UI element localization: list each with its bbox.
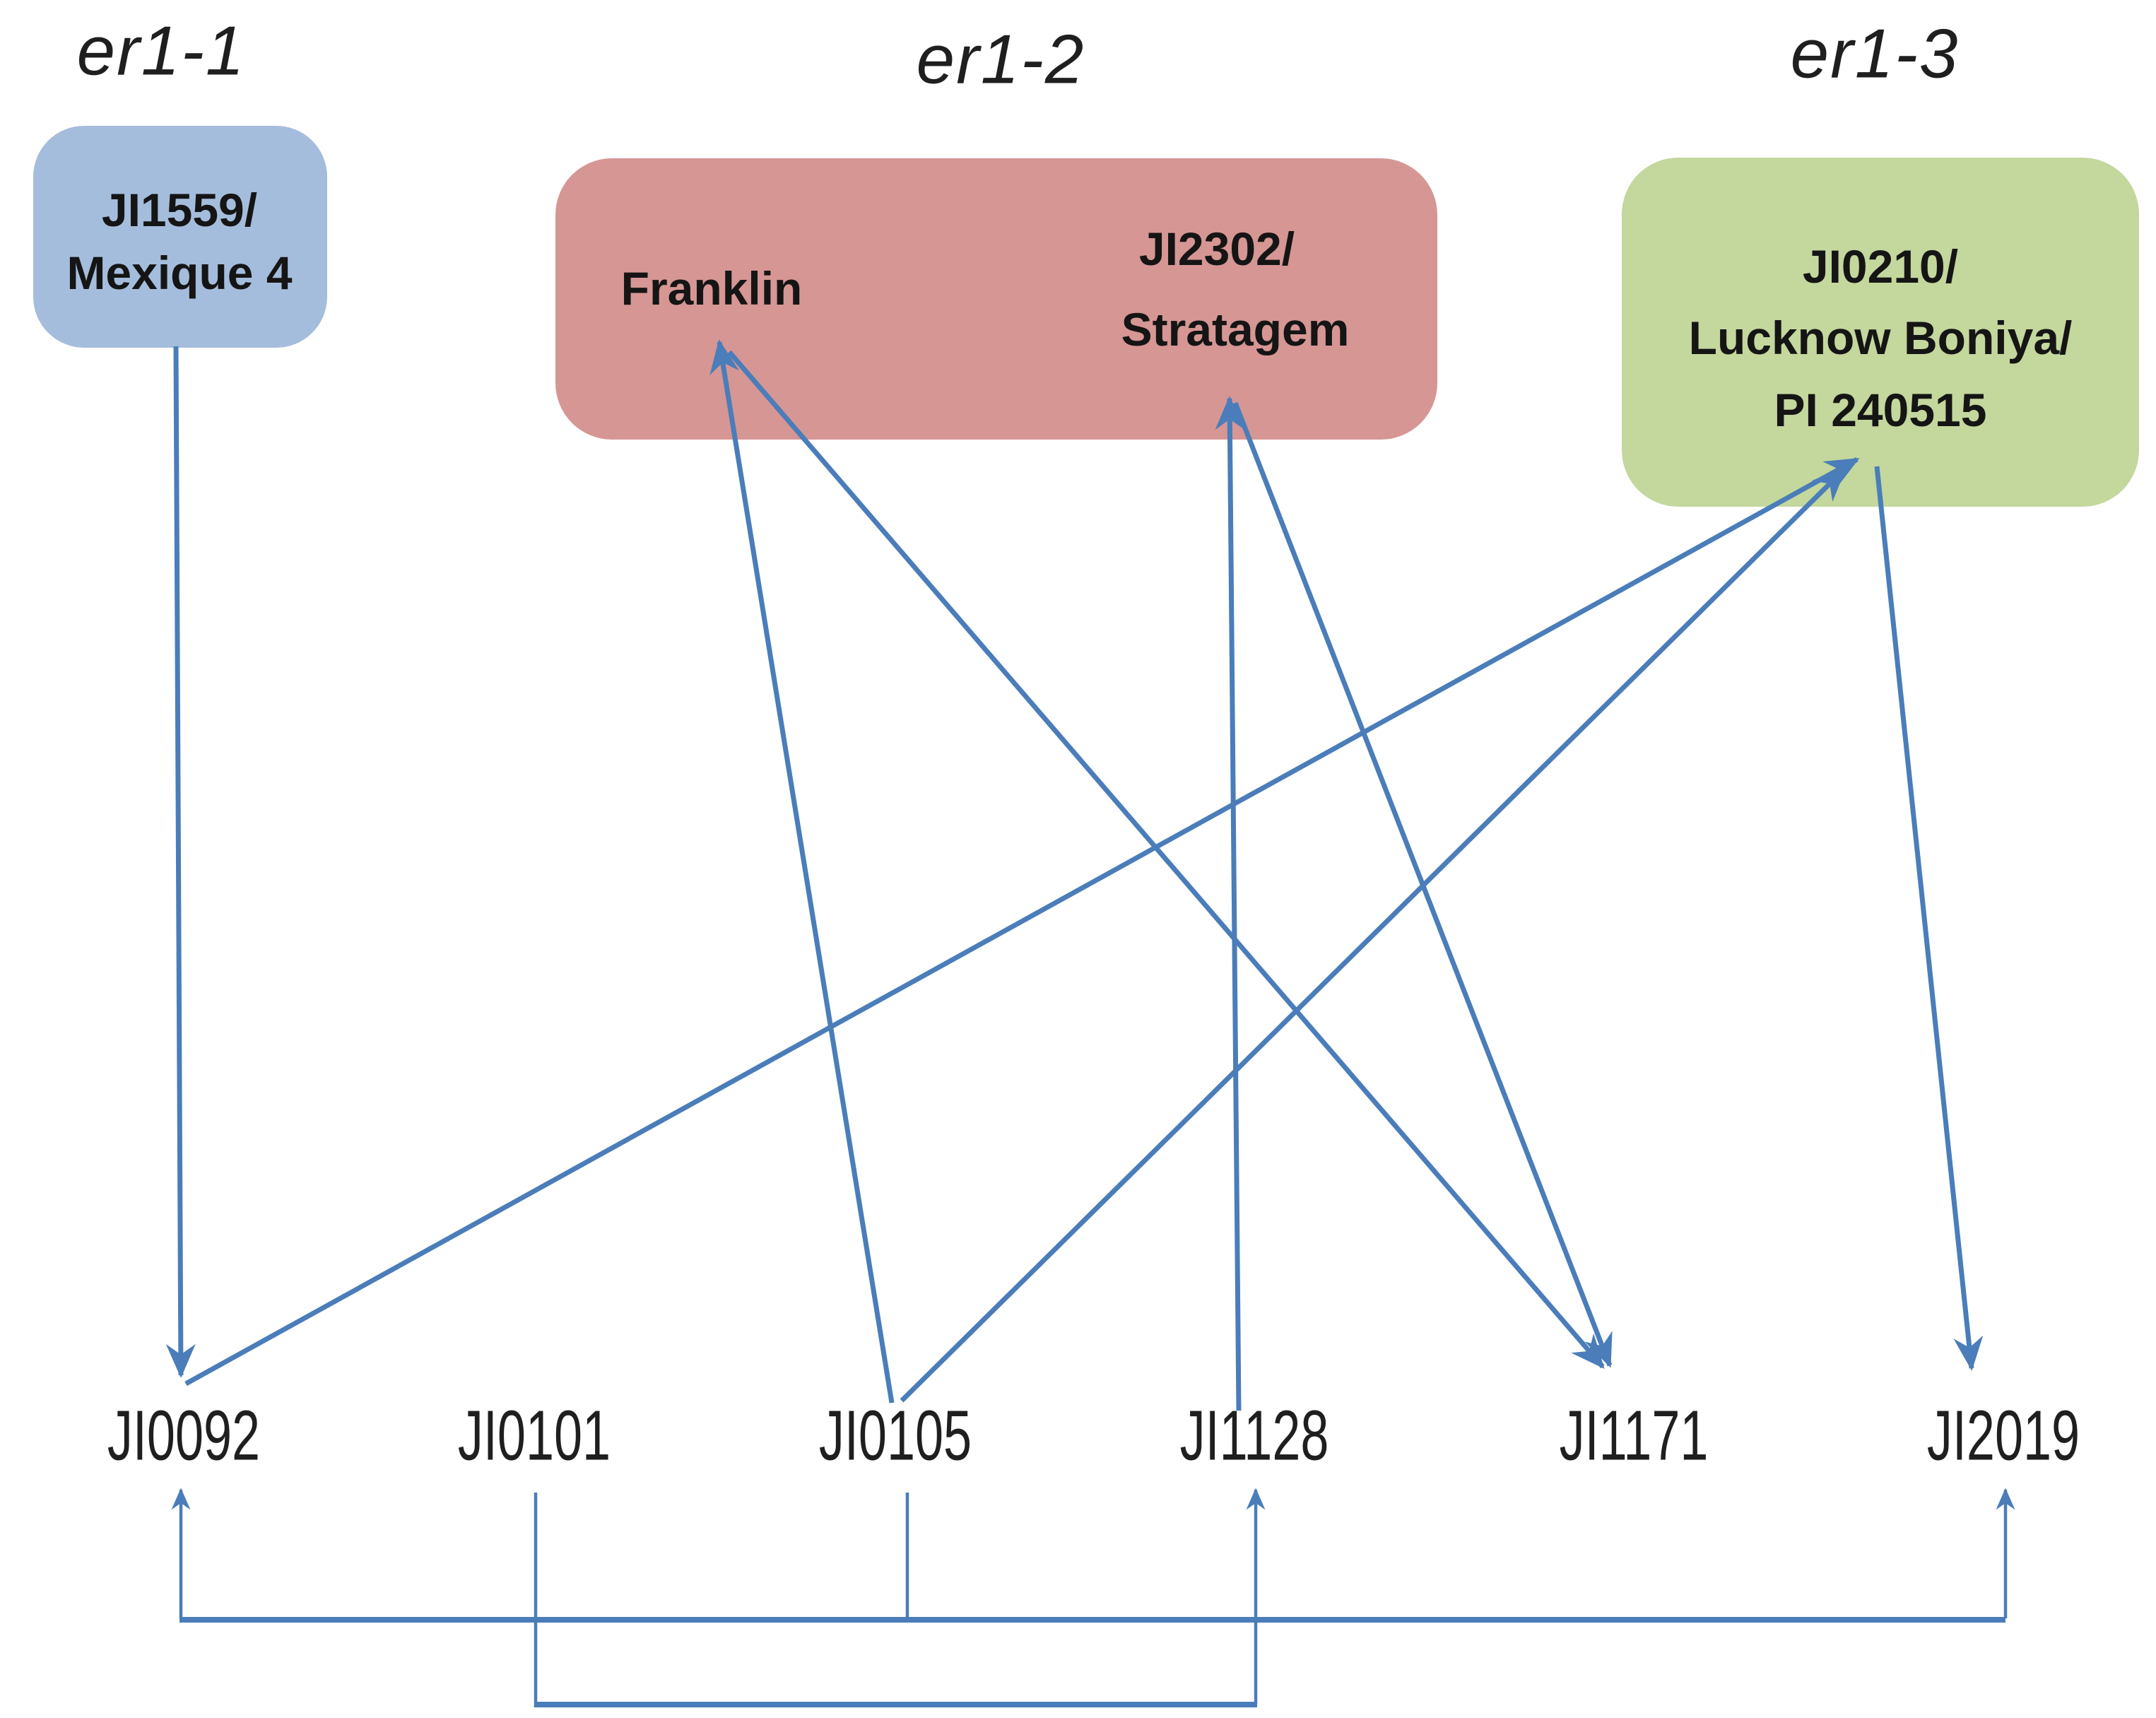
er1-2-member-ji2302-line2: Stratagem: [1121, 303, 1350, 355]
er1-3-box-label-line2: Lucknow Boniya/: [1688, 312, 2073, 364]
heading-er1-3: er1-3: [1790, 14, 1960, 93]
er1-2-box: [555, 158, 1437, 440]
arrow-ji0105-to-er1-3-box: [900, 467, 1846, 1403]
er1-1-box-label-line1: JI1559/: [101, 184, 258, 236]
arrow-mexique4-to-ji0092: [165, 346, 196, 1378]
er1-3-box-label-line3: PI 240515: [1774, 384, 1987, 436]
er1-1-box-label-line2: Mexique 4: [66, 247, 293, 299]
heading-er1-1: er1-1: [76, 11, 246, 90]
heading-er1-2: er1-2: [916, 20, 1085, 98]
accession-label-text: JI0105: [818, 1396, 972, 1476]
accession-label-text: JI1128: [1179, 1396, 1329, 1476]
arrow-er1-3-box-to-ji2019: [1874, 466, 1984, 1371]
accession-label-ji0092: JI0092: [78, 1396, 290, 1477]
accession-label-ji2019: JI2019: [1897, 1396, 2109, 1477]
accession-label-ji1171: JI1171: [1531, 1396, 1738, 1477]
accession-label-ji0101: JI0101: [428, 1396, 640, 1477]
er1-3-box: [1622, 158, 2139, 507]
accession-label-ji0105: JI0105: [789, 1396, 1001, 1477]
accession-label-text: JI1171: [1559, 1396, 1709, 1476]
accession-label-text: JI0101: [457, 1396, 611, 1476]
er1-2-member-ji2302-line1: JI2302/: [1138, 223, 1295, 275]
accession-label-ji1128: JI1128: [1151, 1396, 1358, 1477]
arrow-franklin-to-ji1171: [727, 350, 1605, 1369]
accession-label-text: JI0092: [107, 1396, 261, 1476]
er1-2-member-franklin: Franklin: [620, 262, 803, 314]
accession-label-text: JI2019: [1926, 1396, 2080, 1476]
arrow-ji1128-to-stratagem: [1215, 396, 1245, 1411]
arrow-ji0105-to-franklin: [709, 339, 895, 1404]
er1-1-box: [33, 126, 327, 348]
arrow-ji0092-to-er1-3-box: [184, 457, 1860, 1387]
er1-3-box-label-line1: JI0210/: [1802, 240, 1959, 293]
